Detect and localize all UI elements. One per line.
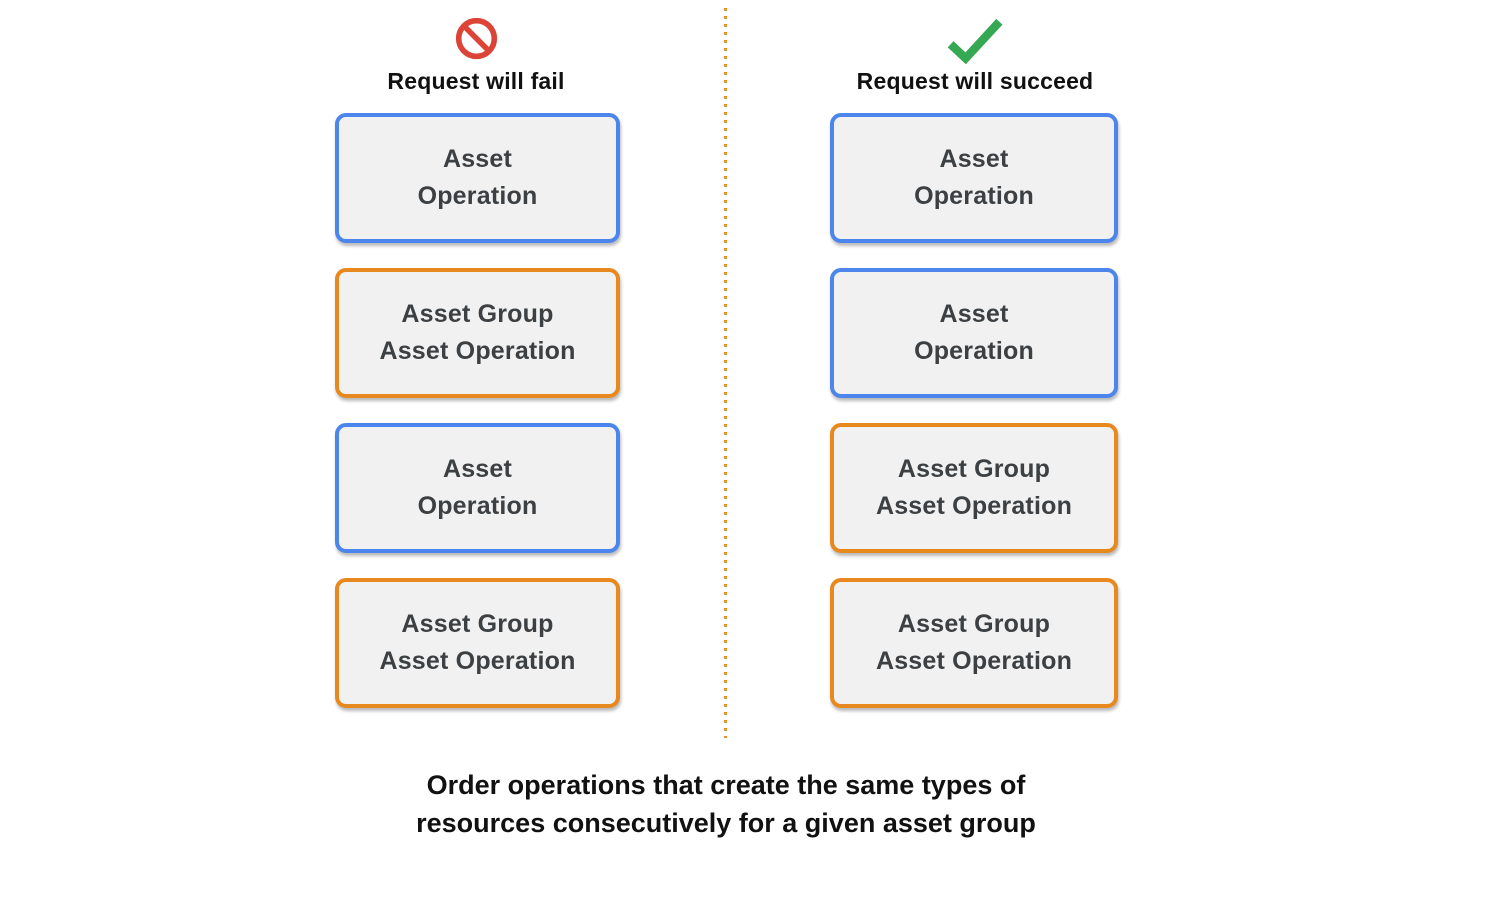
- asset-operation-box: Asset Operation: [830, 113, 1118, 243]
- succeed-column-title: Request will succeed: [856, 68, 1094, 94]
- succeed-column-header: Request will succeed: [775, 16, 1175, 95]
- prohibited-icon: [276, 16, 676, 66]
- box-label: Asset Operation: [417, 455, 538, 520]
- caption-line-2: resources consecutively for a given asse…: [416, 808, 1036, 838]
- succeed-column-boxes: Asset Operation Asset Operation Asset Gr…: [830, 113, 1118, 708]
- fail-column-boxes: Asset Operation Asset Group Asset Operat…: [335, 113, 620, 708]
- diagram-caption: Order operations that create the same ty…: [276, 766, 1176, 842]
- box-label: Asset Group Asset Operation: [379, 300, 576, 365]
- checkmark-icon: [775, 16, 1175, 66]
- box-label: Asset Operation: [914, 145, 1034, 210]
- dotted-divider: [724, 8, 727, 738]
- box-label: Asset Operation: [417, 145, 538, 210]
- asset-group-asset-operation-box: Asset Group Asset Operation: [335, 578, 620, 708]
- asset-group-asset-operation-box: Asset Group Asset Operation: [335, 268, 620, 398]
- asset-group-asset-operation-box: Asset Group Asset Operation: [830, 423, 1118, 553]
- asset-operation-box: Asset Operation: [830, 268, 1118, 398]
- fail-column-title: Request will fail: [387, 68, 565, 94]
- box-label: Asset Group Asset Operation: [379, 610, 576, 675]
- asset-operation-box: Asset Operation: [335, 423, 620, 553]
- box-label: Asset Group Asset Operation: [875, 610, 1073, 675]
- box-label: Asset Operation: [914, 300, 1034, 365]
- asset-operation-box: Asset Operation: [335, 113, 620, 243]
- asset-group-asset-operation-box: Asset Group Asset Operation: [830, 578, 1118, 708]
- fail-column-header: Request will fail: [276, 16, 676, 95]
- caption-line-1: Order operations that create the same ty…: [426, 770, 1026, 800]
- box-label: Asset Group Asset Operation: [875, 455, 1073, 520]
